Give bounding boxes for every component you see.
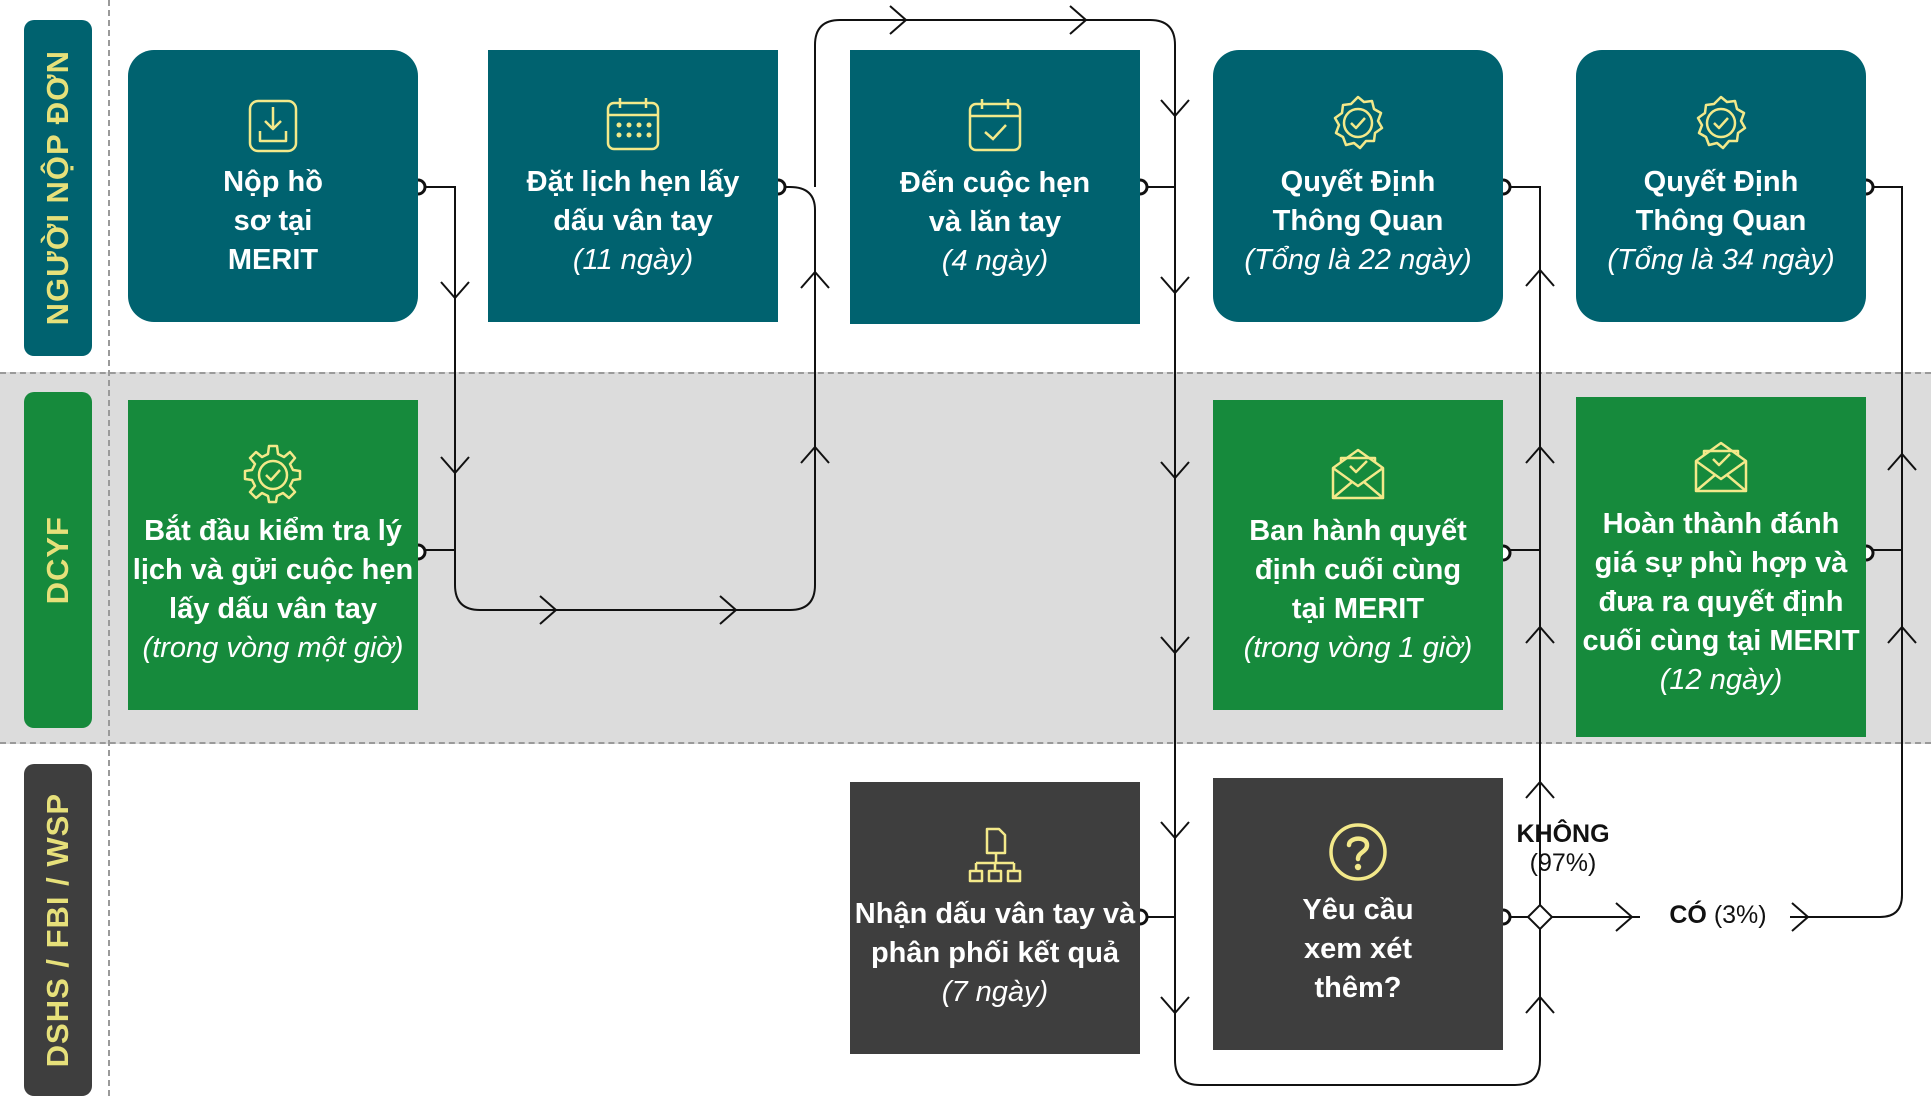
lane-divider — [108, 0, 110, 1096]
node-receive: Nhận dấu vân tay và phân phối kết quả (7… — [850, 782, 1140, 1054]
badge-check-icon — [1333, 95, 1384, 149]
node-review-decision: Yêu cầu xem xét thêm? — [1213, 778, 1503, 1050]
branch-yes: CÓ (3%) — [1660, 901, 1776, 930]
node-complete-eval: Hoàn thành đánh giá sự phù hợp và đưa ra… — [1576, 397, 1866, 737]
node-clearance-22: Quyết Định Thông Quan (Tổng là 22 ngày) — [1213, 50, 1503, 322]
node-clearance-22-title: Quyết Định Thông Quan — [1272, 165, 1444, 237]
branch-yes-label: CÓ — [1669, 901, 1707, 929]
envelope-check-icon — [1331, 448, 1385, 500]
node-appointment-title: Đến cuộc hẹn và lăn tay — [899, 166, 1091, 238]
node-receive-title: Nhận dấu vân tay và phân phối kết quả — [854, 897, 1136, 969]
node-receive-duration: (7 ngày) — [941, 975, 1049, 1008]
lane-dshs: DSHS / FBI / WSP — [24, 764, 92, 1096]
lane-applicant: NGƯỜI NỘP ĐƠN — [24, 20, 92, 356]
envelope-check-icon — [1694, 441, 1748, 492]
node-review-title: Yêu cầu xem xét thêm? — [1302, 893, 1414, 1004]
node-clearance-34-title: Quyết Định Thông Quan — [1635, 165, 1807, 237]
node-submit-title: Nộp hồ sơ tại MERIT — [223, 165, 323, 276]
gear-check-icon — [243, 444, 302, 504]
document-hierarchy-icon — [968, 827, 1022, 882]
branch-yes-percent: (3%) — [1713, 901, 1767, 929]
node-issue-final: Ban hành quyết định cuối cùng tại MERIT … — [1213, 400, 1503, 710]
branch-no-label: KHÔNG — [1516, 820, 1610, 848]
download-document-icon — [248, 99, 298, 152]
node-start-check: Bắt đầu kiểm tra lý lịch và gửi cuộc hẹn… — [128, 400, 418, 710]
node-schedule-duration: (11 ngày) — [572, 243, 694, 276]
node-issue-final-duration: (trong vòng 1 giờ) — [1243, 632, 1473, 664]
node-appointment-duration: (4 ngày) — [941, 244, 1049, 277]
calendar-check-icon — [968, 98, 1022, 151]
node-complete-eval-title: Hoàn thành đánh giá sự phù hợp và đưa ra… — [1582, 507, 1860, 657]
node-start-check-title: Bắt đầu kiểm tra lý lịch và gửi cuộc hẹn… — [132, 515, 414, 625]
node-submit: Nộp hồ sơ tại MERIT — [128, 50, 418, 322]
node-schedule: Đặt lịch hẹn lấy dấu vân tay (11 ngày) — [488, 50, 778, 322]
lane-dcyf: DCYF — [24, 392, 92, 728]
node-schedule-title: Đặt lịch hẹn lấy dấu vân tay — [526, 165, 740, 237]
question-icon — [1329, 822, 1387, 881]
node-clearance-22-total: (Tổng là 22 ngày) — [1244, 243, 1472, 276]
calendar-icon — [606, 97, 660, 150]
node-appointment: Đến cuộc hẹn và lăn tay (4 ngày) — [850, 50, 1140, 324]
node-issue-final-title: Ban hành quyết định cuối cùng tại MERIT — [1249, 515, 1467, 625]
node-clearance-34-total: (Tổng là 34 ngày) — [1607, 243, 1835, 276]
branch-no: KHÔNG (97%) — [1508, 820, 1618, 878]
node-start-check-duration: (trong vòng một giờ) — [142, 632, 404, 664]
node-clearance-34: Quyết Định Thông Quan (Tổng là 34 ngày) — [1576, 50, 1866, 322]
node-complete-eval-duration: (12 ngày) — [1659, 663, 1783, 696]
badge-check-icon — [1696, 95, 1747, 149]
branch-no-percent: (97%) — [1529, 849, 1597, 877]
